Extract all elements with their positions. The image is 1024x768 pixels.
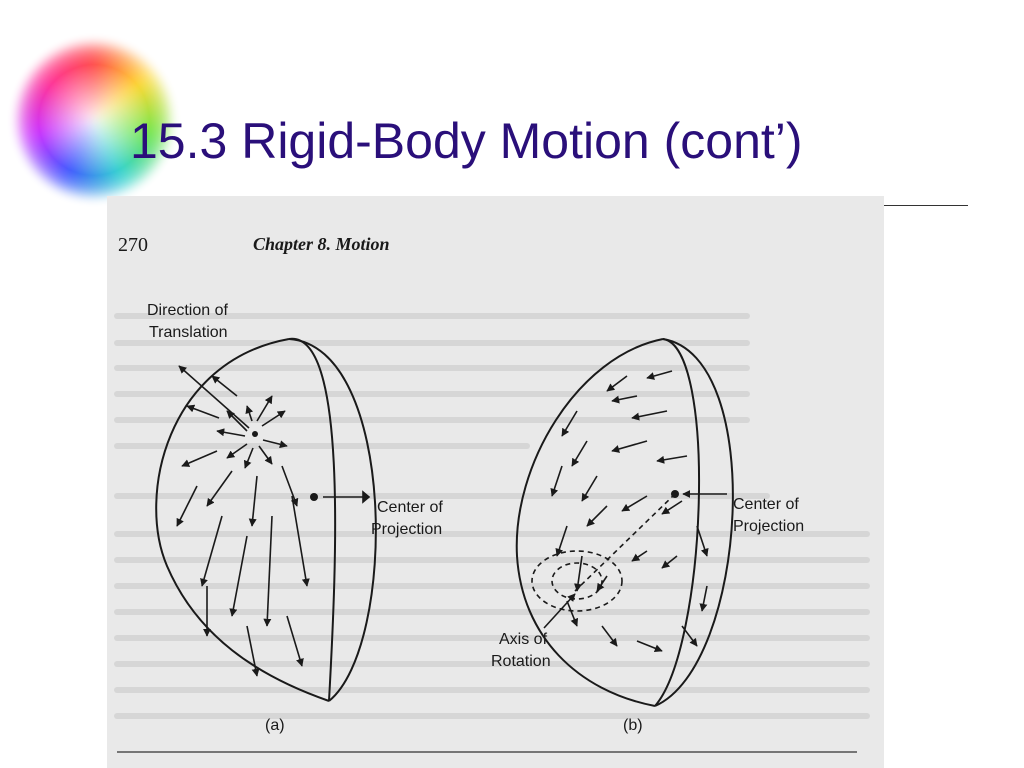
direction-label-line1: Direction of — [147, 302, 228, 319]
title-divider — [880, 205, 968, 206]
axis-pointer — [543, 593, 576, 629]
axis-label-line1: Axis of — [499, 631, 548, 648]
scanned-page: 270 Chapter 8. Motion — [107, 196, 884, 768]
logo-fade — [0, 20, 200, 220]
center-label-a-line2: Projection — [371, 521, 442, 538]
axis-label-line2: Rotation — [491, 653, 551, 670]
center-label-a-line1: Center of — [377, 499, 443, 516]
slide-title: 15.3 Rigid-Body Motion (cont’) — [130, 113, 803, 169]
direction-label-line2: Translation — [149, 324, 228, 341]
caption-a: (a) — [265, 717, 285, 734]
chapter-heading: Chapter 8. Motion — [253, 234, 390, 254]
page-number: 270 — [118, 234, 148, 256]
center-label-b-line1: Center of — [733, 496, 799, 513]
center-pointer-a — [323, 490, 371, 504]
figure-b-rotation-field: Center of Projection Axis of Rotation (b… — [491, 338, 804, 734]
figure-a-translation-field: Direction of Translation Center of Proje… — [147, 302, 443, 734]
caption-b: (b) — [623, 717, 643, 734]
center-label-b-line2: Projection — [733, 518, 804, 535]
